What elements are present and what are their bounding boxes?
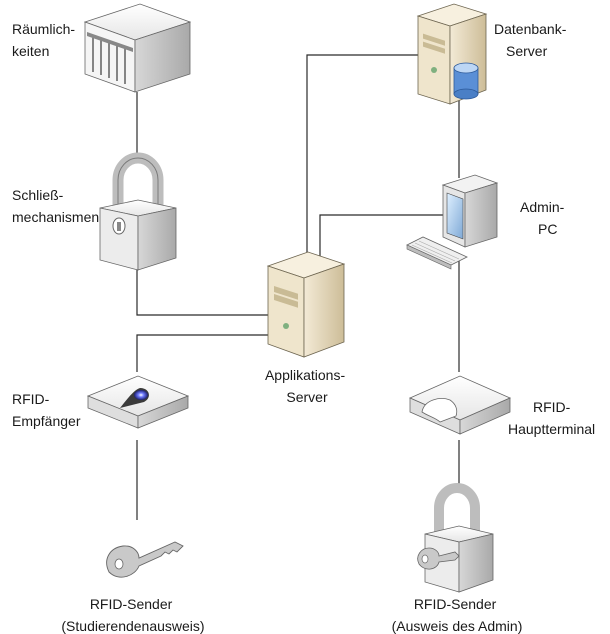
label-raeumlichkeiten: Räumlich- keiten (12, 21, 79, 59)
database-cylinder-icon (453, 62, 479, 100)
server-tower-icon (266, 251, 346, 358)
label-schliessmechanismen: Schließ- mechanismen (12, 187, 99, 225)
workstation-icon (406, 174, 499, 270)
padlock-with-key-icon (417, 483, 494, 593)
line-appserver-dbserver (306, 54, 418, 258)
rfid-reader-icon (86, 375, 190, 429)
label-rfid-sender-student: RFID-Sender (Studierendenausweis) (61, 596, 204, 634)
padlock-icon (99, 152, 177, 271)
key-icon (106, 541, 184, 578)
keyboard-icon (406, 236, 468, 270)
connections (136, 54, 460, 520)
label-datenbank-server: Datenbank- Server (494, 21, 570, 59)
database-server-icon (416, 3, 488, 105)
label-admin-pc: Admin- PC (520, 199, 568, 237)
label-rfid-hauptterminal: RFID- Hauptterminal (508, 399, 595, 437)
line-schloss-appserver (136, 268, 270, 316)
line-appserver-empfaenger (136, 334, 270, 372)
card-terminal-icon (409, 375, 511, 435)
label-applikations-server: Applikations- Server (265, 367, 349, 405)
label-rfid-empfaenger: RFID- Empfänger (12, 391, 81, 429)
line-appserver-adminpc (319, 214, 443, 258)
label-rfid-sender-admin: RFID-Sender (Ausweis des Admin) (392, 596, 523, 634)
building-icon (83, 3, 192, 93)
